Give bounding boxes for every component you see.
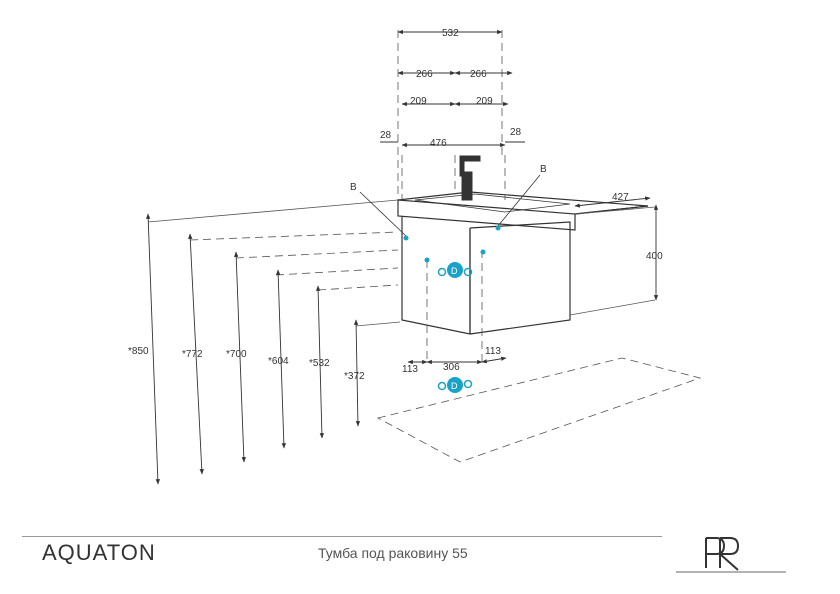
dim-h532: *532 (309, 358, 330, 369)
dim-bottom-mid: 306 (443, 362, 460, 373)
dim-inner-left: 209 (410, 96, 427, 107)
wall-lines (147, 199, 656, 327)
dim-half-right: 266 (470, 69, 487, 80)
dim-h772: *772 (182, 349, 203, 360)
dim-bottom-right: 113 (485, 346, 501, 357)
product-title: Тумба под раковину 55 (318, 545, 468, 561)
vertical-dimensions (146, 204, 659, 485)
footer-rule (22, 536, 662, 537)
dim-h700: *700 (226, 349, 247, 360)
faucet (459, 155, 481, 201)
dim-edge-right: 28 (510, 127, 522, 138)
dim-h604: *604 (268, 356, 289, 367)
label-d-bottom: D (451, 381, 458, 391)
dim-half-left: 266 (416, 69, 433, 80)
dim-depth: 427 (612, 192, 629, 203)
label-b-left: B (350, 182, 357, 193)
dim-edge-left: 28 (380, 130, 392, 141)
dim-bottom-left: 113 (402, 364, 418, 375)
dashed-guides (189, 30, 702, 463)
dim-height: 400 (646, 251, 663, 262)
label-d-top: D (451, 266, 458, 276)
cabinet-body (397, 191, 649, 335)
dim-top-total: 532 (442, 28, 459, 39)
pr-logo-icon (676, 537, 786, 573)
dim-inner-right: 209 (476, 96, 493, 107)
dim-inner-width: 476 (430, 138, 447, 149)
brand-logo-text: AQUATON (42, 540, 156, 565)
dim-h850: *850 (128, 346, 149, 357)
connection-markers (403, 225, 501, 393)
label-b-right: B (540, 164, 547, 175)
dim-h372: *372 (344, 371, 365, 382)
horizontal-dimensions (380, 29, 651, 365)
b-leaders (359, 174, 541, 237)
